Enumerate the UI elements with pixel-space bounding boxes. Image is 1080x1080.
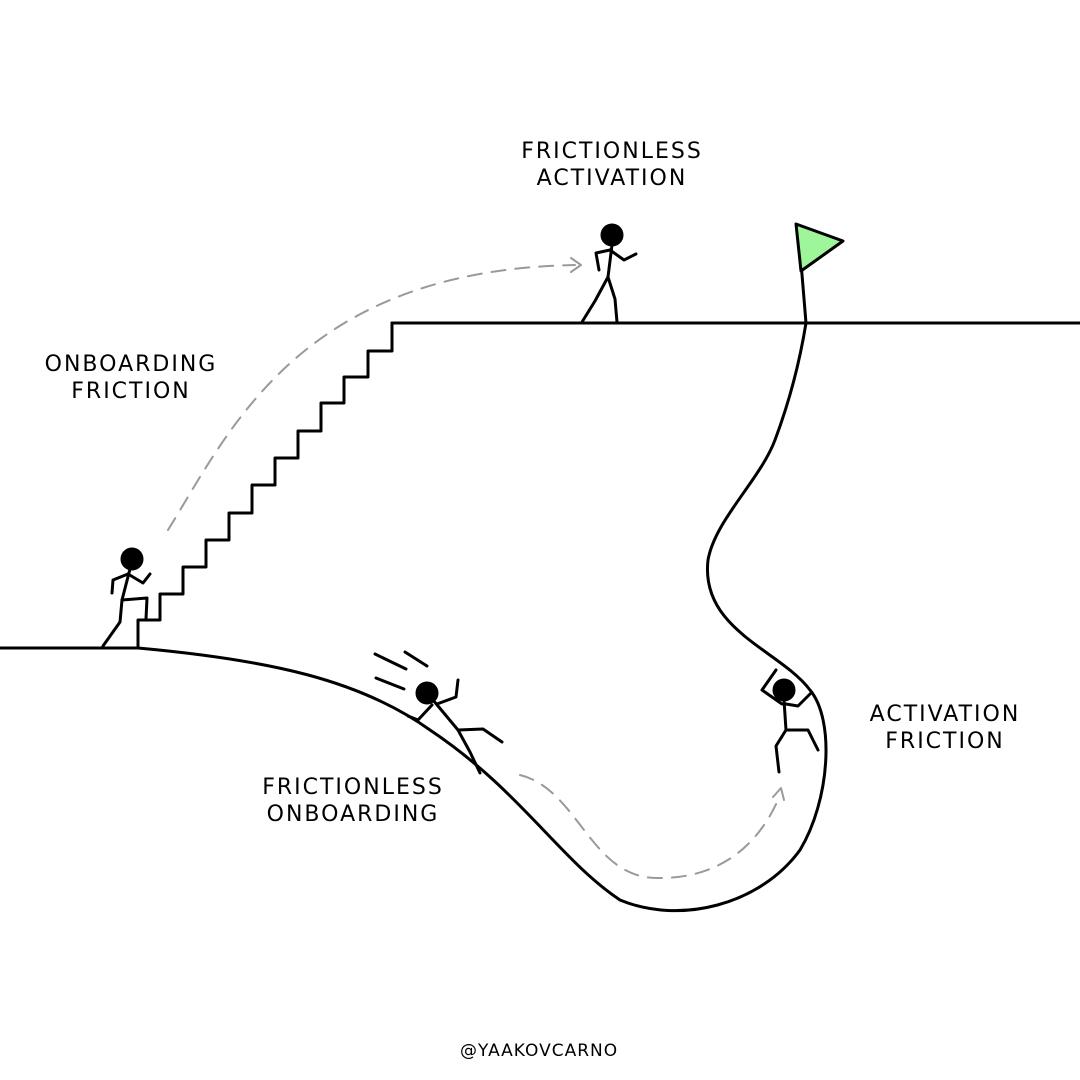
staircase [136,321,394,650]
label-frictionless-onboarding: FRICTIONLESS ONBOARDING [262,775,444,827]
sliding-figure [373,650,504,775]
slide-arrowhead-icon [772,787,785,801]
label-frictionless-activation: FRICTIONLESS ACTIVATION [521,139,703,191]
cliff-climber-figure [760,668,820,774]
valley-curve [136,321,828,913]
jump-arrowhead-icon [570,257,582,273]
author-credit: @YAAKOVCARNO [460,1041,619,1061]
jump-trajectory-arrow [167,264,576,531]
slide-trajectory-arrow [519,774,781,880]
label-onboarding-friction: ONBOARDING FRICTION [44,352,218,404]
plateau-walker-figure [580,223,638,324]
stair-climber-figure [101,547,152,648]
flag-icon [794,222,845,273]
label-activation-friction: ACTIVATION FRICTION [869,702,1021,754]
